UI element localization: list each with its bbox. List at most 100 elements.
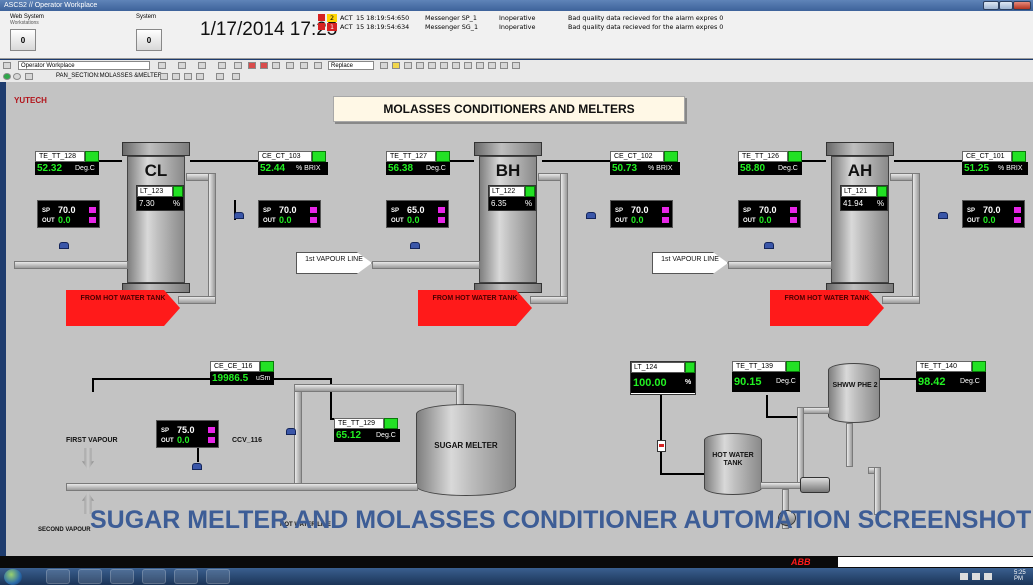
forward-arrow-icon[interactable]: [13, 73, 21, 80]
search-icon[interactable]: [234, 62, 242, 69]
controller-faceplate[interactable]: SP 65.0 OUT 0.0: [386, 200, 449, 228]
ce-ct-101-indicator[interactable]: CE_CT_101 51.25% BRIX: [962, 151, 1028, 177]
favorites-icon[interactable]: [218, 62, 226, 69]
control-valve[interactable]: [584, 212, 598, 228]
mode-indicator: [1014, 207, 1021, 213]
spreadsheet-icon[interactable]: [142, 569, 166, 584]
event-list-icon[interactable]: [260, 62, 268, 69]
volume-icon[interactable]: [972, 573, 980, 580]
forward-icon[interactable]: [178, 62, 186, 69]
hot-water-pump[interactable]: [800, 477, 830, 493]
tool-icon[interactable]: [476, 62, 484, 69]
tool-icon[interactable]: [380, 62, 388, 69]
aspect-object-icon[interactable]: [25, 73, 33, 80]
tool-icon[interactable]: [512, 62, 520, 69]
close-button[interactable]: [1013, 1, 1031, 10]
level-transmitter-icon[interactable]: [657, 440, 666, 452]
star-icon[interactable]: [392, 62, 400, 69]
start-button[interactable]: [4, 569, 22, 585]
alarm-row[interactable]: 2 ACT 15 18:19:54:650 Messenger SP_1 Ino…: [318, 14, 838, 23]
tag-value: 52.44: [260, 163, 286, 174]
network-icon[interactable]: [960, 573, 968, 580]
control-valve[interactable]: [762, 242, 776, 258]
control-valve[interactable]: [284, 428, 298, 444]
tool-icon[interactable]: [172, 73, 180, 80]
system-clock[interactable]: 5:25 PM: [1014, 570, 1026, 582]
lt-123-indicator[interactable]: LT_123 7.30%: [136, 185, 184, 211]
controller-faceplate[interactable]: SP 70.0 OUT 0.0: [37, 200, 100, 228]
control-valve[interactable]: [232, 212, 246, 228]
pump-icon[interactable]: [778, 510, 796, 526]
sugar-melter-tank[interactable]: SUGAR MELTER: [416, 404, 516, 496]
control-valve[interactable]: [57, 242, 71, 258]
lt-121-indicator[interactable]: LT_121 41.94%: [840, 185, 888, 211]
replace-select[interactable]: Replace: [328, 61, 374, 70]
tool-icon[interactable]: [500, 62, 508, 69]
back-arrow-icon[interactable]: [3, 73, 11, 80]
tool-icon[interactable]: [160, 73, 168, 80]
control-valve[interactable]: [936, 212, 950, 228]
tank-ah[interactable]: AH: [831, 156, 889, 283]
back-icon[interactable]: [158, 62, 166, 69]
presentation-icon[interactable]: [174, 569, 198, 584]
trend-icon[interactable]: [272, 62, 280, 69]
tool-icon[interactable]: [216, 73, 224, 80]
controller-faceplate[interactable]: SP 70.0 OUT 0.0: [738, 200, 801, 228]
media-player-icon[interactable]: [110, 569, 134, 584]
hot-water-arrow[interactable]: FROM HOT WATER TANK: [418, 290, 532, 326]
object-path[interactable]: PAN_SECTION:MOLASSES &MELTER: [56, 73, 163, 79]
lt-122-indicator[interactable]: LT_122 6.35%: [488, 185, 536, 211]
tool-icon[interactable]: [488, 62, 496, 69]
flag-icon[interactable]: [984, 573, 992, 580]
tool-icon[interactable]: [232, 73, 240, 80]
shww-phe-2-tank[interactable]: SHWW PHE 2: [828, 363, 880, 423]
workplace-select[interactable]: Operator Workplace: [18, 61, 150, 70]
controller-faceplate[interactable]: SP 75.0 OUT 0.0: [156, 420, 219, 448]
tank-bh[interactable]: BH: [479, 156, 537, 283]
vapour-line-arrow[interactable]: 1st VAPOUR LINE: [296, 252, 372, 274]
hot-water-arrow[interactable]: FROM HOT WATER TANK: [770, 290, 884, 326]
maximize-button[interactable]: [999, 1, 1013, 10]
control-valve[interactable]: [190, 463, 204, 479]
alarm-list-icon[interactable]: [248, 62, 256, 69]
ce-ct-103-indicator[interactable]: CE_CT_103 52.44% BRIX: [258, 151, 328, 177]
tool-icon[interactable]: [196, 73, 204, 80]
controller-faceplate[interactable]: SP 70.0 OUT 0.0: [258, 200, 321, 228]
controller-faceplate[interactable]: SP 70.0 OUT 0.0: [610, 200, 673, 228]
close-display-icon[interactable]: [314, 62, 322, 69]
tool-icon[interactable]: [416, 62, 424, 69]
lt-124-indicator[interactable]: LT_124 100.00%: [630, 361, 696, 395]
tool-icon[interactable]: [404, 62, 412, 69]
history-icon[interactable]: [198, 62, 206, 69]
system-counter[interactable]: System 0: [136, 14, 296, 54]
minimize-button[interactable]: [983, 1, 999, 10]
tool-icon[interactable]: [464, 62, 472, 69]
faceplate-icon[interactable]: [286, 62, 294, 69]
hot-water-tank[interactable]: HOT WATER TANK: [704, 433, 762, 495]
ce-ct-102-indicator[interactable]: CE_CT_102 50.73% BRIX: [610, 151, 680, 177]
alarm-row[interactable]: 1 ACT 15 18:19:54:634 Messenger SG_1 Ino…: [318, 23, 838, 32]
tool-icon[interactable]: [452, 62, 460, 69]
hot-water-arrow[interactable]: FROM HOT WATER TANK: [66, 290, 180, 326]
print-icon[interactable]: [300, 62, 308, 69]
vapour-line-arrow[interactable]: 1st VAPOUR LINE: [652, 252, 728, 274]
return-pipe: [530, 296, 568, 304]
browser-icon[interactable]: [46, 569, 70, 584]
tool-icon[interactable]: [440, 62, 448, 69]
paint-icon[interactable]: [206, 569, 230, 584]
control-valve[interactable]: [408, 242, 422, 258]
web-system-counter[interactable]: Web System Workstations 0: [10, 14, 170, 54]
controller-faceplate[interactable]: SP 70.0 OUT 0.0: [962, 200, 1025, 228]
tool-icon[interactable]: [428, 62, 436, 69]
tool-icon[interactable]: [184, 73, 192, 80]
folder-icon[interactable]: [78, 569, 102, 584]
tank-cl[interactable]: CL: [127, 156, 185, 283]
workplace-icon[interactable]: [3, 62, 11, 69]
